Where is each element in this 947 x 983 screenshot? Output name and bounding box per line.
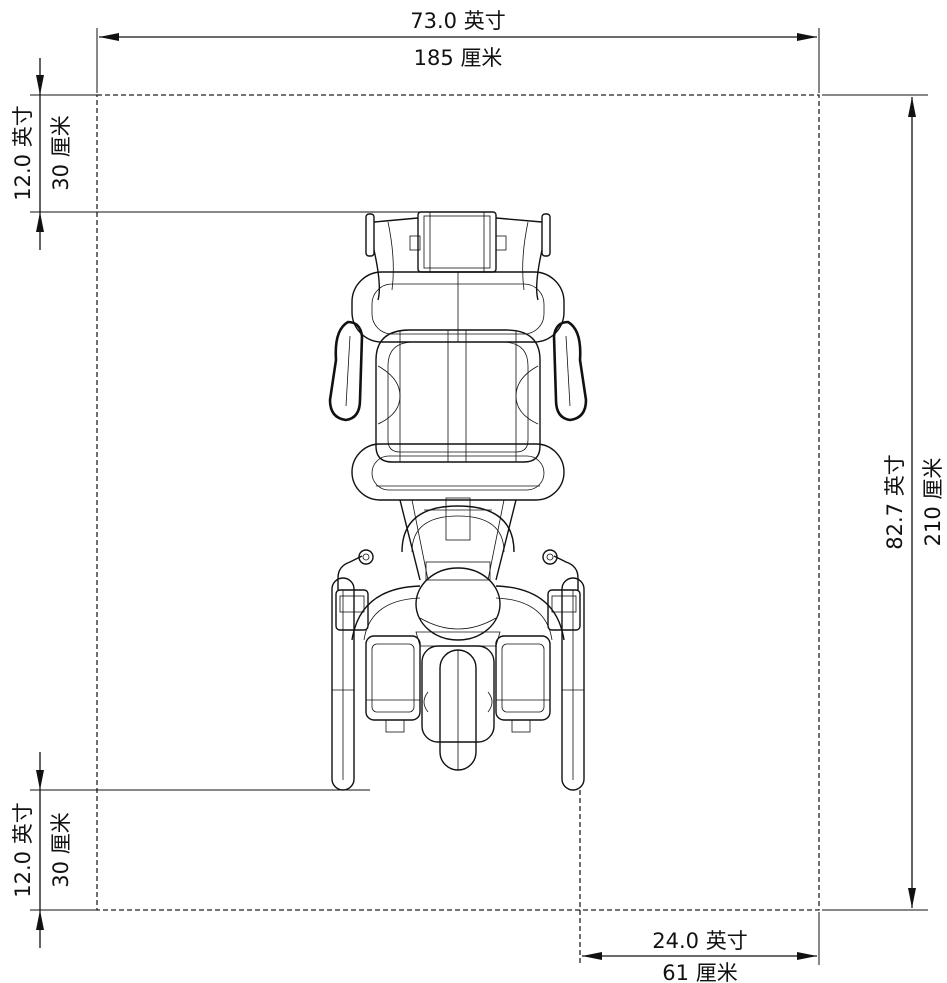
top-clearance-imperial: 12.0 英寸: [11, 105, 35, 200]
side-clearance-imperial: 24.0 英寸: [652, 929, 747, 953]
top-width-dimension: 73.0 英寸 185 厘米: [96, 9, 820, 93]
footprint-boundary: [96, 94, 820, 911]
right-depth-dimension: 82.7 英寸 210 厘米: [822, 94, 945, 911]
bottom-clearance-dimension: 12.0 英寸 30 厘米: [11, 752, 370, 948]
top-width-imperial: 73.0 英寸: [410, 9, 505, 33]
side-clearance-dimension: 24.0 英寸 61 厘米: [579, 790, 820, 983]
machine-top-view: [328, 211, 588, 791]
top-width-metric: 185 厘米: [414, 46, 503, 70]
top-clearance-metric: 30 厘米: [49, 115, 73, 190]
top-clearance-dimension: 12.0 英寸 30 厘米: [11, 58, 420, 250]
right-depth-metric: 210 厘米: [921, 458, 945, 547]
bottom-clearance-imperial: 12.0 英寸: [11, 802, 35, 897]
bottom-clearance-metric: 30 厘米: [49, 812, 73, 887]
right-depth-imperial: 82.7 英寸: [883, 454, 907, 549]
side-clearance-metric: 61 厘米: [662, 961, 737, 983]
